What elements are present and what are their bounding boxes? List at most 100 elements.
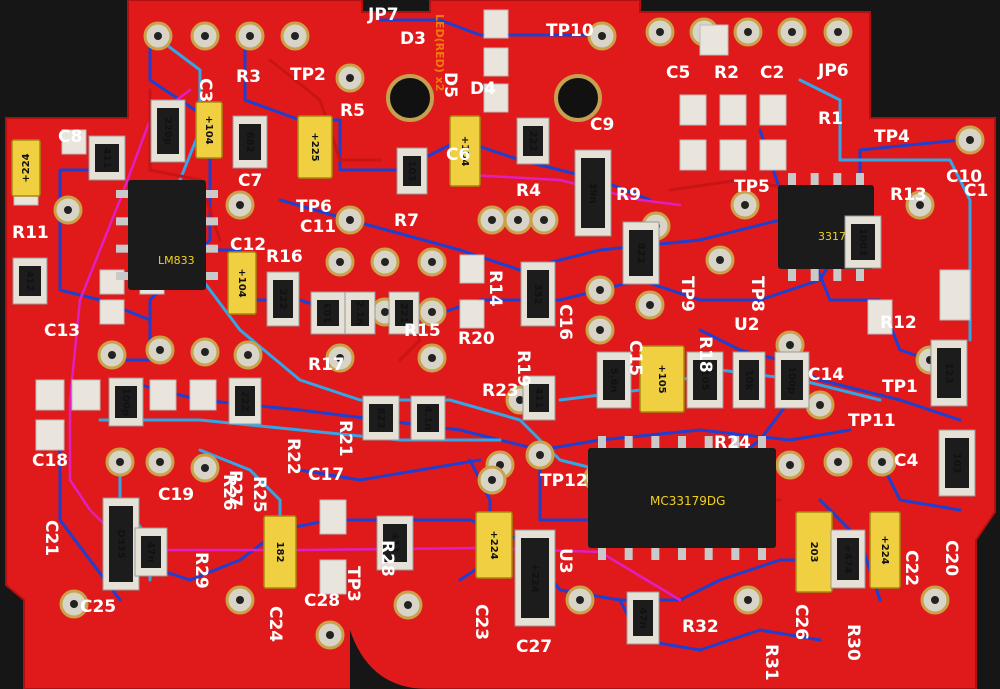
silkscreen-label: C25: [80, 597, 116, 617]
smd-pad: [939, 269, 971, 321]
silkscreen-label: TP12: [540, 471, 588, 491]
component-marking: +224: [879, 535, 890, 564]
component-marking: 182: [274, 542, 285, 563]
smd-resistor: 2.1n: [344, 291, 376, 335]
silkscreen-label: C1: [964, 181, 988, 201]
component-marking: 352: [532, 284, 543, 305]
silkscreen-label: R25: [249, 476, 269, 513]
component-marking: 822: [635, 243, 646, 264]
component-marking: 123: [943, 363, 954, 384]
silkscreen-label: C23: [471, 604, 491, 640]
smd-resistor: 411: [88, 135, 126, 181]
smd-pad: [99, 299, 125, 325]
silkscreen-label: C17: [308, 465, 344, 485]
component-marking: +225: [309, 132, 320, 161]
smd-pad: [483, 47, 509, 77]
silkscreen-label: C11: [300, 217, 336, 237]
component-marking: 103: [406, 161, 417, 182]
silkscreen-label: C12: [230, 235, 266, 255]
tantalum-capacitor: +104: [227, 251, 257, 315]
trace: [378, 18, 602, 37]
component-marking: +224: [488, 530, 499, 559]
smd-resistor: 39n: [574, 149, 612, 237]
silkscreen-label: C26: [791, 604, 811, 640]
smd-resistor: 221: [388, 291, 420, 335]
smd-pad: [149, 379, 177, 411]
smd-pad: [679, 94, 707, 126]
component-marking: 411: [389, 533, 400, 554]
trace: [298, 458, 482, 482]
component-marking: +224: [21, 153, 32, 182]
component-marking: 823: [375, 408, 386, 429]
silkscreen-label: R5: [340, 101, 365, 121]
silkscreen-label: TP10: [546, 21, 594, 41]
ic-label: MC33179DG: [650, 494, 725, 508]
silkscreen-label: TP8: [747, 276, 767, 312]
silkscreen-label: U2: [734, 315, 760, 335]
silkscreen-label: C10: [946, 167, 982, 187]
silkscreen-label: D5: [440, 72, 460, 98]
silkscreen-label: C24: [265, 606, 285, 642]
silkscreen-label: R12: [880, 313, 917, 333]
smd-pad: [35, 379, 65, 411]
component-marking: 2.1n: [354, 301, 365, 326]
component-marking: 411: [101, 148, 112, 169]
tantalum-capacitor: +224: [11, 139, 41, 197]
silkscreen-label: R11: [12, 223, 49, 243]
trace: [243, 38, 652, 202]
silkscreen-label: R19: [513, 350, 533, 387]
smd-resistor: 412: [12, 257, 48, 305]
silkscreen-label: C21: [41, 520, 61, 556]
silkscreen-label: C6: [446, 145, 470, 165]
smd-resistor: 103: [396, 147, 428, 195]
silkscreen-label: C20: [941, 540, 961, 576]
tantalum-capacitor: +224: [869, 511, 901, 589]
smd-resistor: 100p: [774, 351, 810, 409]
silkscreen-label: R15: [404, 321, 441, 341]
silkscreen-label: TP9: [677, 276, 697, 312]
component-marking: 100p: [120, 388, 131, 416]
smd-resistor: +474: [830, 529, 866, 589]
silkscreen-label: R1: [818, 109, 843, 129]
silkscreen-label: R28: [377, 540, 397, 577]
silkscreen-label: R4: [516, 181, 541, 201]
silkscreen-label: C28: [304, 591, 340, 611]
smd-resistor: +224: [514, 529, 556, 627]
component-marking: 10k: [743, 370, 754, 391]
silkscreen-label: R27: [225, 470, 245, 507]
component-marking: 4.1n: [422, 406, 433, 431]
led-label: LED(RED) x2: [433, 14, 446, 91]
trace: [158, 38, 202, 182]
silkscreen-label: R23: [482, 381, 519, 401]
silkscreen-label: R3: [236, 67, 261, 87]
silkscreen-label: R2: [714, 63, 739, 83]
tantalum-capacitor: +225: [297, 115, 333, 179]
ic-label: 33178: [818, 230, 853, 243]
component-marking: +1D4: [459, 136, 470, 167]
silkscreen-label: C19: [158, 485, 194, 505]
component-marking: 412: [24, 271, 35, 292]
silkscreen-label: C13: [44, 321, 80, 341]
smd-pad: [699, 24, 729, 56]
smd-pad: [319, 499, 347, 535]
silkscreen-label: TP2: [290, 65, 326, 85]
silkscreen-label: D4: [470, 79, 496, 99]
silkscreen-label: R31: [761, 644, 781, 681]
component-marking: 222: [239, 391, 250, 412]
smd-resistor: 105: [686, 351, 724, 409]
smd-resistor: 1003: [844, 215, 882, 269]
smd-resistor: 103: [938, 429, 976, 497]
silkscreen-label: C7: [238, 171, 262, 191]
smd-resistor: 10k: [732, 351, 766, 409]
silkscreen-label: C16: [555, 304, 575, 340]
smd-resistor: 123: [930, 339, 968, 407]
smd-pad: [483, 83, 509, 113]
smd-resistor: 822: [622, 221, 660, 285]
silkscreen-label: U3: [555, 548, 575, 574]
silkscreen-label: R13: [890, 185, 927, 205]
smd-resistor: 823: [362, 395, 400, 441]
component-marking: +104: [203, 115, 214, 144]
silkscreen-label: D3: [400, 29, 426, 49]
